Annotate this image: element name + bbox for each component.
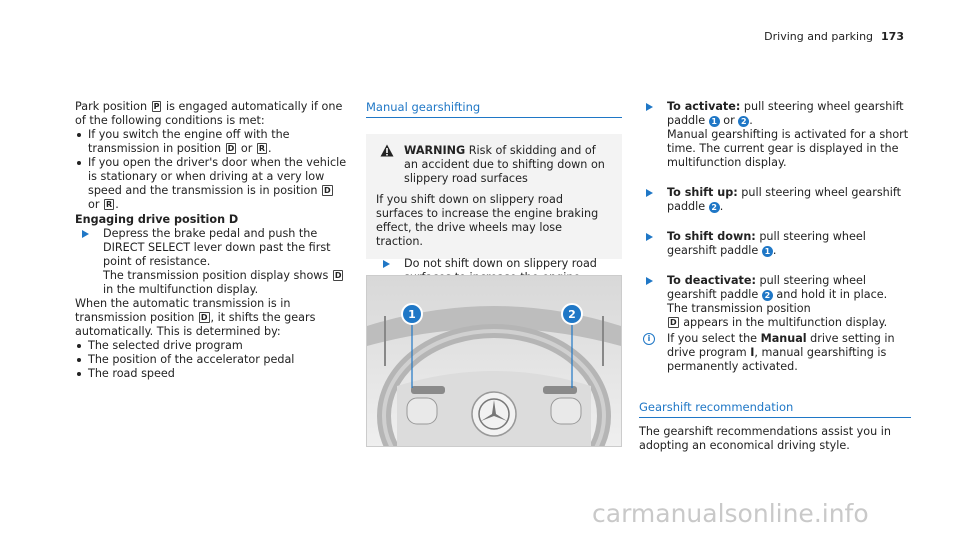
list-item: The selected drive program — [75, 339, 347, 353]
paddle-1-badge: 1 — [708, 116, 720, 127]
page-number: 173 — [881, 30, 904, 43]
engaging-title: Engaging drive position D — [75, 213, 239, 226]
warning-title: Risk of skidding and of an accident due … — [404, 144, 605, 185]
activate-step: To activate: pull steering wheel gearshi… — [639, 100, 911, 170]
gearshift-recommendation-heading: Gearshift recommendation — [639, 400, 911, 418]
auto-shift-text: When the automatic transmission is in tr… — [75, 297, 316, 338]
warning-box: WARNING Risk of skidding and of an accid… — [366, 134, 622, 298]
shift-up-step: To shift up: pull steering wheel gearshi… — [639, 186, 911, 214]
list-item: If you open the driver's door when the v… — [75, 156, 347, 212]
column-2: Manual gearshifting WARNING Risk of skid… — [366, 100, 622, 447]
park-conditions-list: If you switch the engine off with the tr… — [75, 128, 347, 212]
section-name: Driving and parking — [764, 30, 874, 43]
engage-step: Depress the brake pedal and push the DIR… — [75, 227, 347, 297]
warning-label: WARNING — [404, 144, 466, 157]
paddle-2-badge: 2 — [738, 116, 750, 127]
step-arrow-icon — [82, 230, 89, 238]
recommendation-text: The gearshift recommendations assist you… — [639, 425, 891, 452]
steering-wheel-illustration: 1 2 — [366, 275, 622, 447]
gear-d-symbol: D — [668, 317, 679, 328]
info-note: i If you select the Manual drive setting… — [639, 332, 911, 374]
shift-down-step: To shift down: pull steering wheel gears… — [639, 230, 911, 258]
step-arrow-icon — [646, 189, 653, 197]
warning-header: WARNING Risk of skidding and of an accid… — [376, 144, 610, 186]
park-intro: Park position P is engaged automatically… — [75, 100, 343, 127]
paddle-2-badge: 2 — [708, 202, 720, 213]
paddle-2-badge: 2 — [761, 290, 773, 301]
step-arrow-icon — [383, 260, 390, 268]
list-item: The position of the accelerator pedal — [75, 353, 347, 367]
gear-d-symbol: D — [225, 143, 237, 154]
info-icon: i — [643, 333, 655, 345]
gear-d-symbol: D — [322, 185, 333, 196]
gear-d-symbol: D — [332, 270, 344, 281]
warning-body: If you shift down on slippery road surfa… — [376, 193, 599, 248]
step-arrow-icon — [646, 103, 653, 111]
paddle-1-badge: 1 — [761, 246, 773, 257]
gear-r-symbol: R — [104, 199, 115, 210]
gear-d-symbol: D — [198, 312, 210, 323]
step-arrow-icon — [646, 233, 653, 241]
step-arrow-icon — [646, 277, 653, 285]
callout-1: 1 — [408, 308, 416, 321]
warning-triangle-icon — [380, 144, 394, 157]
steering-wheel-drawing: 1 2 — [367, 276, 621, 446]
manual-gearshifting-heading: Manual gearshifting — [366, 100, 622, 118]
watermark: carmanualsonline.info — [592, 499, 869, 528]
callout-2: 2 — [568, 308, 576, 321]
factors-list: The selected drive program The position … — [75, 339, 347, 381]
page-header: Driving and parking 173 — [764, 30, 904, 44]
deactivate-step: To deactivate: pull steering wheel gears… — [639, 274, 911, 330]
column-3: To activate: pull steering wheel gearshi… — [639, 100, 911, 453]
gear-p-symbol: P — [151, 101, 162, 112]
list-item: If you switch the engine off with the tr… — [75, 128, 347, 156]
gear-r-symbol: R — [256, 143, 268, 154]
column-1: Park position P is engaged automatically… — [75, 100, 347, 381]
list-item: The road speed — [75, 367, 347, 381]
